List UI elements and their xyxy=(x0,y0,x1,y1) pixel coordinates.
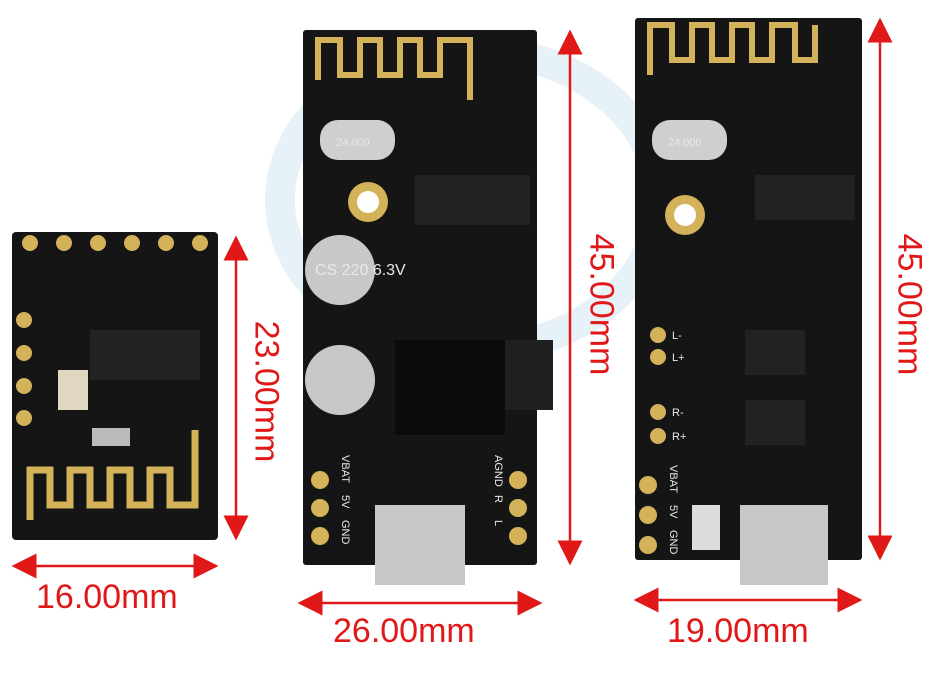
svg-text:GND: GND xyxy=(667,530,679,555)
middle-width-label: 26.00mm xyxy=(333,612,475,650)
svg-text:CS 220 6.3V: CS 220 6.3V xyxy=(315,262,406,279)
dimension-arrows xyxy=(11,17,893,616)
svg-text:R+: R+ xyxy=(672,431,686,443)
svg-text:R: R xyxy=(492,495,504,503)
right-height-label: 45.00mm xyxy=(890,233,929,376)
svg-text:5V: 5V xyxy=(339,495,351,509)
svg-text:L: L xyxy=(492,520,504,526)
svg-text:GND: GND xyxy=(339,520,351,545)
svg-text:VBAT: VBAT xyxy=(339,455,351,483)
right-board: 24.000 L- L+ R- R+ VBAT 5V GND xyxy=(635,18,862,585)
small-width-label: 16.00mm xyxy=(36,578,178,616)
svg-text:5V: 5V xyxy=(667,505,679,519)
svg-text:24.000: 24.000 xyxy=(336,137,370,149)
svg-text:AGND: AGND xyxy=(492,455,504,487)
small-height-label: 23.00mm xyxy=(247,320,286,463)
right-width-label: 19.00mm xyxy=(667,612,809,650)
middle-height-label: 45.00mm xyxy=(582,233,621,376)
small-board xyxy=(12,232,218,540)
svg-text:R-: R- xyxy=(672,407,684,419)
svg-text:L-: L- xyxy=(672,330,682,342)
svg-text:L+: L+ xyxy=(672,352,685,364)
svg-text:VBAT: VBAT xyxy=(667,465,679,493)
svg-text:24.000: 24.000 xyxy=(668,137,702,149)
middle-board: 24.000 CS 220 6.3V VBAT 5V GND L R AGND xyxy=(303,30,553,585)
